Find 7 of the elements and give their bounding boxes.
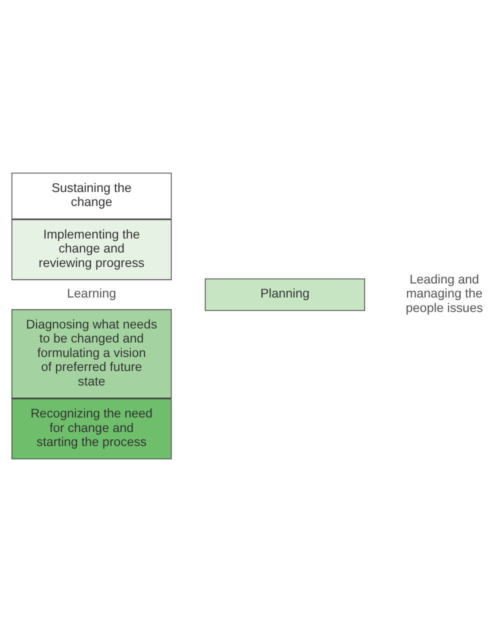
node-box: Sustaining the change	[11, 172, 172, 219]
node-box: Recognizing the need for change and starting the process	[11, 398, 172, 459]
node-box: Diagnosing what needs to be changed and formulating a vision of preferred future state	[11, 308, 172, 398]
node-box: Planning	[204, 278, 366, 310]
label: Learning	[67, 286, 116, 300]
node-box: Implementing the change and reviewing progress	[11, 218, 172, 280]
label: Leading and managing the people issues	[406, 272, 483, 314]
